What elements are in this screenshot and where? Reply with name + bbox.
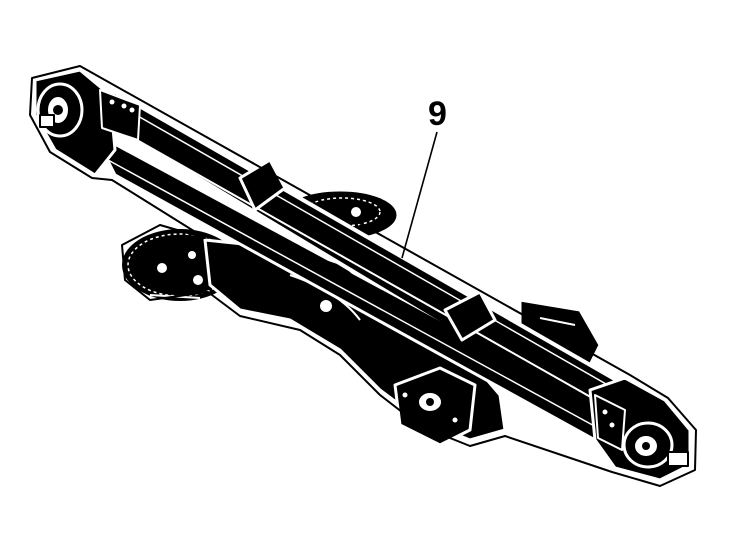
- callout-9: 9: [401, 95, 447, 259]
- front-right-bracket: [393, 366, 477, 447]
- callout-leader-line: [401, 131, 438, 259]
- callout-number: 9: [428, 95, 447, 133]
- left-end-hub: [33, 68, 141, 177]
- axle-assembly-drawing: [29, 65, 697, 487]
- right-end-hub: [588, 376, 692, 482]
- silhouette-outline: [29, 65, 697, 487]
- main-beam: [83, 90, 627, 442]
